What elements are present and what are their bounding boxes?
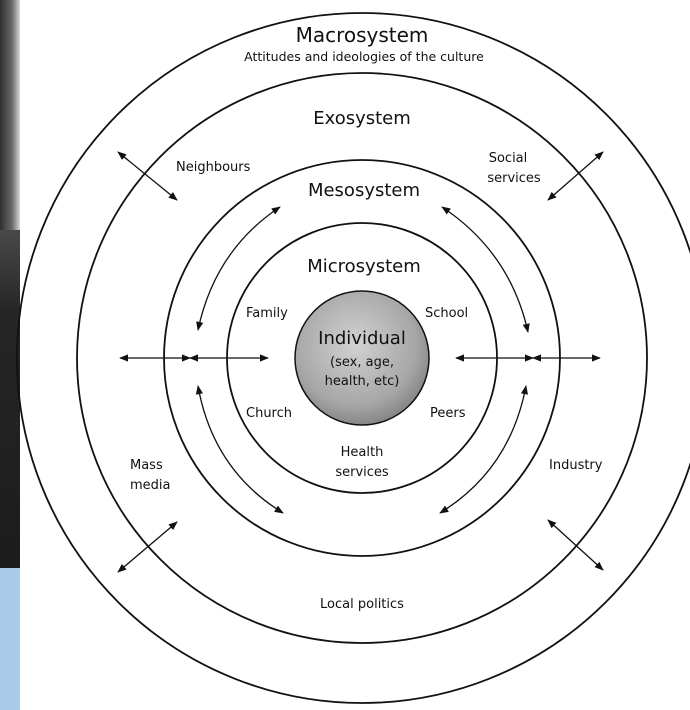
macrosystem-ring bbox=[16, 12, 690, 704]
macrosystem-title: Macrosystem bbox=[296, 23, 429, 47]
social-services-label-line1: Social bbox=[489, 151, 528, 166]
photo-strip bbox=[0, 0, 20, 568]
exosystem-ring bbox=[76, 72, 648, 644]
peers-label: Peers bbox=[430, 406, 466, 421]
church-label: Church bbox=[246, 406, 292, 421]
arrow-diagonal-top-left bbox=[117, 151, 178, 201]
individual-circle bbox=[294, 290, 430, 426]
blue-strip bbox=[0, 568, 20, 710]
microsystem-title: Microsystem bbox=[307, 256, 421, 277]
individual-details-line2: health, etc) bbox=[325, 374, 400, 389]
health-services-label-line2: services bbox=[335, 465, 389, 480]
individual-details-line1: (sex, age, bbox=[330, 355, 394, 370]
local-politics-label: Local politics bbox=[320, 597, 404, 612]
arc-arrow-bottom-left bbox=[195, 385, 284, 514]
mass-media-label-line1: Mass bbox=[130, 458, 163, 473]
arrow-diagonal-bottom-left bbox=[117, 521, 178, 573]
macrosystem-subtitle: Attitudes and ideologies of the culture bbox=[244, 49, 484, 64]
exosystem-title: Exosystem bbox=[313, 108, 411, 129]
arrow-diagonal-bottom-right bbox=[547, 519, 604, 571]
arc-arrow-top-right bbox=[441, 206, 530, 333]
individual-title: Individual bbox=[318, 328, 406, 349]
arc-arrow-top-left bbox=[196, 206, 281, 331]
social-services-label-line2: services bbox=[487, 171, 541, 186]
arc-arrow-bottom-right bbox=[439, 385, 529, 514]
industry-label: Industry bbox=[549, 458, 603, 473]
mass-media-label-line2: media bbox=[130, 478, 171, 493]
mesosystem-title: Mesosystem bbox=[308, 180, 420, 201]
photo-sky bbox=[0, 0, 20, 230]
arrow-diagonal-top-right bbox=[547, 151, 604, 201]
school-label: School bbox=[425, 306, 468, 321]
family-label: Family bbox=[246, 306, 288, 321]
health-services-label-line1: Health bbox=[341, 445, 384, 460]
neighbours-label: Neighbours bbox=[176, 160, 251, 175]
